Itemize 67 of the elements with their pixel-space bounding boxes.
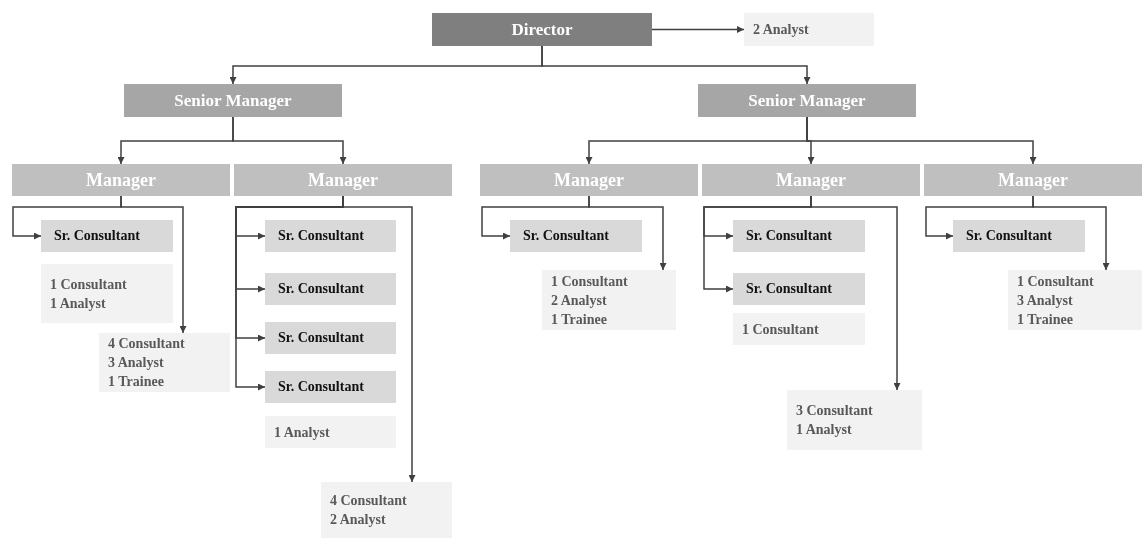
role-title: Sr. Consultant <box>278 379 365 395</box>
staff-box <box>542 270 676 330</box>
staff-box <box>1008 270 1142 330</box>
consultant-box <box>733 273 865 305</box>
staff-count: 1 Analyst <box>274 423 331 442</box>
manager-box <box>702 164 920 196</box>
consultant-box <box>265 371 396 403</box>
connector-arrow <box>810 195 901 391</box>
role-title: Manager <box>86 169 156 191</box>
staff-count: 1 Consultant <box>50 275 128 294</box>
staff-box <box>99 333 230 392</box>
staff-count: 1 Analyst <box>796 421 853 439</box>
staff-count: 1 Consultant <box>742 320 820 339</box>
senior-manager-box <box>124 84 342 117</box>
staff-count: 2 Analyst <box>753 21 810 39</box>
staff-count: 4 Consultant <box>330 492 408 510</box>
consultant-box <box>41 220 173 252</box>
role-title: Director <box>511 19 573 40</box>
staff-box <box>787 390 922 450</box>
staff-count: 3 Consultant <box>796 402 874 420</box>
consultant-box <box>265 273 396 305</box>
senior-manager-box <box>698 84 916 117</box>
consultant-box <box>733 220 865 252</box>
role-title: Manager <box>776 169 846 191</box>
role-title: Manager <box>554 169 624 191</box>
director-box <box>432 13 652 46</box>
staff-box <box>321 482 452 538</box>
role-title: Sr. Consultant <box>523 228 610 244</box>
role-title: Sr. Consultant <box>746 281 833 297</box>
manager-box <box>12 164 230 196</box>
staff-count: 1 Consultant <box>1017 272 1095 291</box>
connector-arrow <box>806 116 1037 165</box>
role-title: Sr. Consultant <box>278 330 365 346</box>
staff-count: 1 Analyst <box>50 294 107 313</box>
role-title: Sr. Consultant <box>278 228 365 244</box>
staff-count: 3 Analyst <box>1017 291 1074 310</box>
consultant-box <box>510 220 642 252</box>
role-title: Sr. Consultant <box>966 228 1053 244</box>
consultant-box <box>265 220 396 252</box>
connector-arrow <box>120 195 187 334</box>
connector-arrow <box>541 45 811 85</box>
connector-arrow <box>342 195 416 483</box>
role-title: Manager <box>998 169 1068 191</box>
staff-count: 1 Trainee <box>108 373 165 391</box>
role-title: Senior Manager <box>748 90 866 111</box>
connector-arrow <box>1032 195 1110 271</box>
role-title: Sr. Consultant <box>746 228 833 244</box>
consultant-box <box>265 322 396 354</box>
staff-count: 4 Consultant <box>108 335 186 353</box>
manager-box <box>924 164 1142 196</box>
manager-box <box>480 164 698 196</box>
role-title: Manager <box>308 169 378 191</box>
staff-count: 1 Trainee <box>1017 310 1074 329</box>
staff-count: 2 Analyst <box>330 511 387 529</box>
staff-count: 3 Analyst <box>108 354 165 372</box>
connector-arrow <box>232 116 347 165</box>
connector-arrow <box>588 195 667 271</box>
staff-count: 1 Trainee <box>551 310 608 329</box>
role-title: Sr. Consultant <box>278 281 365 297</box>
staff-count: 2 Analyst <box>551 291 608 310</box>
staff-count: 1 Consultant <box>551 272 629 291</box>
role-title: Sr. Consultant <box>54 228 141 244</box>
consultant-box <box>953 220 1085 252</box>
staff-box <box>744 13 874 46</box>
role-title: Senior Manager <box>174 90 292 111</box>
manager-box <box>234 164 452 196</box>
connector-arrow <box>651 26 745 33</box>
